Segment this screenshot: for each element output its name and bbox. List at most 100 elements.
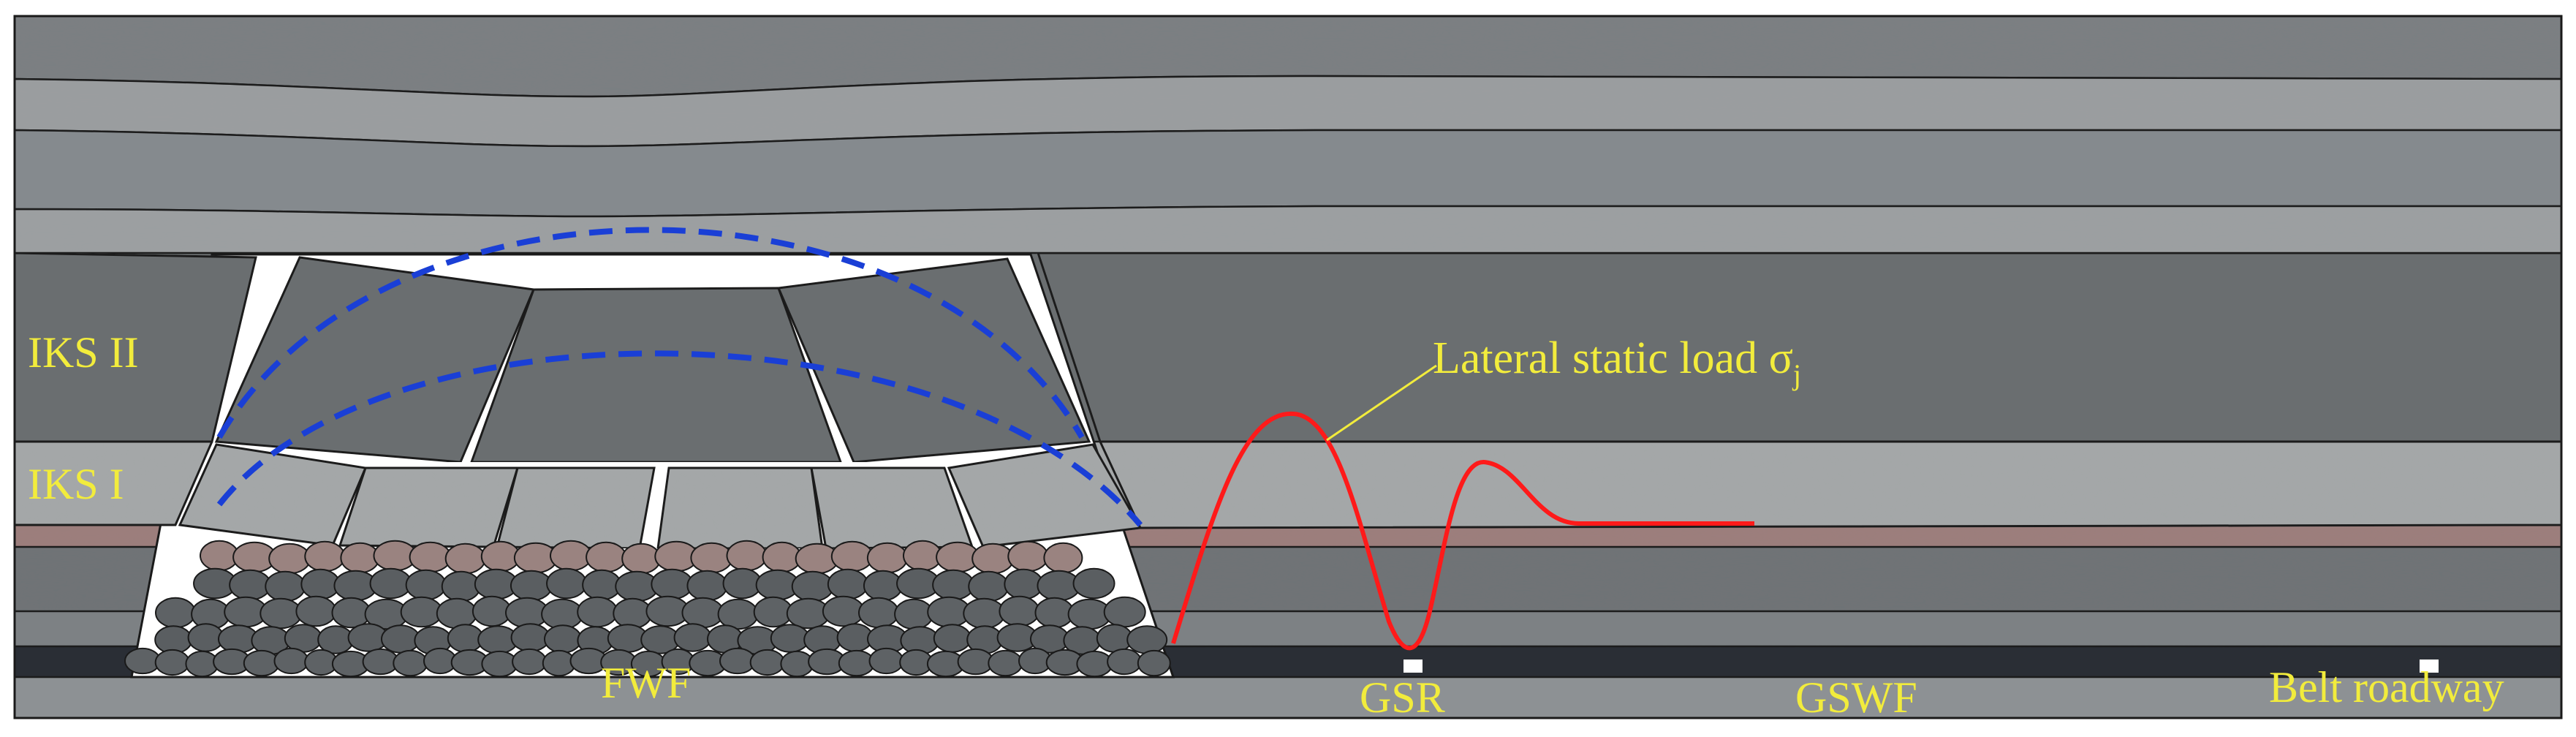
rubble-stone	[300, 568, 341, 600]
rubble-stone	[393, 649, 428, 677]
rubble-stone	[651, 568, 694, 600]
rubble-stone	[858, 597, 899, 629]
rubble-stone	[541, 598, 584, 630]
rubble-stone	[1043, 542, 1083, 574]
rubble-stone	[1007, 540, 1049, 572]
belt-roadway-marker	[2420, 659, 2439, 673]
rubble-stone	[838, 649, 875, 677]
iks2-broken-blocks	[13, 252, 2563, 464]
rubble-stone	[295, 595, 337, 627]
rubble-stone	[719, 647, 756, 675]
rubble-stone	[868, 647, 904, 675]
floor-stratum	[15, 676, 2561, 718]
rubble-stone	[749, 649, 785, 676]
rubble-stone	[1004, 568, 1044, 600]
rubble-stone	[586, 541, 627, 573]
inner-arch	[216, 350, 1143, 527]
rubble-stone	[481, 650, 518, 678]
rubble-stone	[933, 624, 971, 653]
rubble-stone	[726, 540, 768, 572]
iks1-block-4	[656, 466, 824, 550]
rubble-stone	[1072, 567, 1115, 600]
rubble-stone	[340, 542, 380, 574]
rubble-stone	[124, 647, 161, 675]
rubble-stone	[903, 540, 942, 572]
rubble-stone	[441, 570, 481, 602]
iks1-broken-blocks	[13, 440, 2563, 550]
stress-curve	[1171, 411, 1754, 651]
rubble-stone	[436, 597, 477, 630]
rubble-stone	[265, 570, 306, 602]
rubble-stone	[999, 595, 1040, 627]
rubble-stone	[331, 597, 371, 629]
rubble-stone	[827, 568, 868, 600]
rubble-stone	[717, 598, 759, 630]
rubble-stone	[1076, 650, 1113, 678]
rubble-stone	[681, 597, 724, 629]
lateral-stress-curve	[1171, 364, 1754, 651]
rubble-stone	[546, 567, 588, 600]
label-iks1: IKS I	[28, 460, 124, 508]
rubble-stone	[268, 543, 311, 575]
iks2-block-2	[469, 287, 843, 464]
rubble-stone	[260, 597, 303, 630]
rubble-stone	[577, 596, 618, 628]
label-lateral-load: Lateral static load σj	[1433, 333, 1801, 391]
rubble-stone	[722, 567, 762, 600]
upper-strata	[15, 16, 2561, 254]
lateral-load-text: Lateral static load σ	[1433, 333, 1793, 383]
iks1-block-2	[338, 466, 520, 548]
rubble-stone	[1034, 597, 1075, 629]
rubble-stone	[762, 541, 802, 573]
rubble-stone	[582, 569, 622, 601]
iks1-block-3	[496, 466, 656, 550]
rubble-stone	[512, 648, 548, 676]
pressure-arches	[216, 227, 1143, 527]
label-iks2: IKS II	[28, 328, 139, 377]
callout-leader	[1326, 364, 1437, 442]
stratum-3	[15, 129, 2561, 218]
rubble-stone	[963, 597, 1006, 630]
rubble-stone	[1126, 625, 1168, 654]
rubble-stone	[155, 597, 196, 629]
rubble-stone	[791, 570, 834, 602]
rubble-stone	[1137, 649, 1171, 677]
rubble-stone	[381, 624, 420, 654]
rubble-stone	[154, 649, 190, 676]
rubble-stone	[863, 570, 903, 602]
rubble-stone	[971, 543, 1015, 575]
gsr-roadway-marker	[1403, 659, 1423, 673]
rubble-stone	[1103, 596, 1146, 628]
rubble-stone	[968, 570, 1009, 602]
rubble-stone	[932, 569, 975, 601]
rubble-stone	[405, 569, 447, 601]
rubble-stone	[200, 540, 239, 572]
rubble-stone	[229, 569, 272, 601]
label-gswf: GSWF	[1795, 673, 1917, 722]
rubble-stone	[369, 567, 412, 600]
rubble-stone	[304, 540, 346, 572]
rubble-stone	[957, 648, 994, 676]
rubble-stone	[550, 540, 592, 572]
rubble-stone	[409, 541, 452, 573]
rubble-stone	[988, 649, 1023, 677]
label-fwf: FWF	[601, 659, 691, 707]
label-gsr: GSR	[1360, 673, 1445, 722]
frame-border	[13, 15, 2563, 719]
rubble-stone	[471, 595, 512, 627]
rubble-stone	[894, 598, 934, 630]
caved-rubble	[124, 540, 1171, 678]
rubble-stone	[686, 570, 728, 602]
rubble-stone	[753, 596, 793, 628]
rubble-stone	[613, 597, 653, 630]
rubble-stone	[621, 543, 662, 575]
rubble-stone	[444, 543, 486, 575]
rubble-stone	[690, 542, 733, 574]
rubble-stone	[1107, 648, 1143, 676]
iks1-block-5	[810, 466, 974, 550]
iks2-block-1	[214, 256, 536, 464]
lateral-load-subscript: j	[1792, 358, 1801, 391]
rubble-stone	[480, 540, 520, 572]
rubble-stone	[243, 649, 280, 677]
